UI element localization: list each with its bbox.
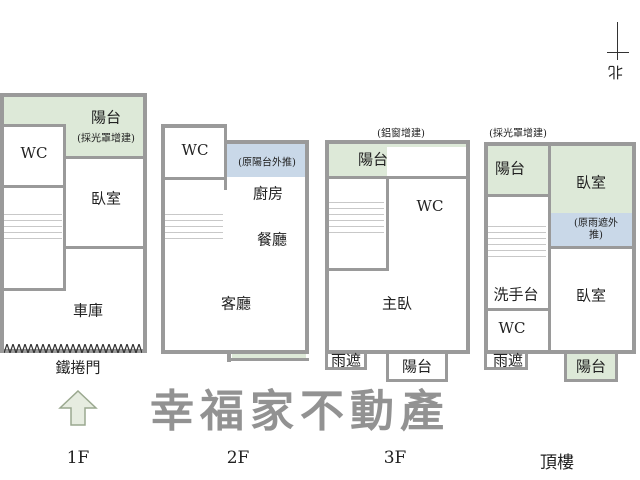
floor-note: (採光罩增建) bbox=[489, 128, 547, 140]
room-balcony: 陽台 bbox=[90, 108, 122, 127]
room-balcony: 陽台 bbox=[494, 159, 526, 178]
rolling-door-icon bbox=[4, 344, 142, 353]
arrow-up-icon bbox=[58, 390, 98, 426]
room-living: 客廳 bbox=[220, 294, 252, 313]
room-bedroom-2: 臥室 bbox=[575, 286, 607, 305]
room-canopy: 雨遮 bbox=[492, 351, 524, 370]
room-balcony: 陽台 bbox=[357, 150, 389, 169]
room-wc: WC bbox=[181, 141, 209, 159]
compass-arrow-icon bbox=[617, 22, 618, 60]
room-dining: 餐廳 bbox=[256, 230, 288, 249]
room-canopy: 雨遮 bbox=[330, 351, 362, 370]
floor-label: 1F bbox=[66, 448, 90, 468]
room-wc: WC bbox=[498, 319, 526, 337]
room-note: (原雨遮外推) bbox=[574, 218, 618, 241]
room-note: (採光罩增建) bbox=[77, 133, 135, 145]
floor-label: 頂樓 bbox=[540, 453, 574, 473]
room-balcony-2: 陽台 bbox=[575, 357, 607, 376]
room-balcony-2: 陽台 bbox=[401, 357, 433, 376]
room-kitchen: 廚房 bbox=[252, 184, 284, 203]
room-wc: WC bbox=[416, 197, 444, 215]
room-master-bedroom: 主臥 bbox=[381, 294, 413, 313]
compass: 北 bbox=[604, 22, 634, 82]
room-garage: 車庫 bbox=[72, 301, 104, 320]
room-wc: WC bbox=[20, 144, 48, 162]
floor-label: 3F bbox=[383, 448, 407, 468]
watermark: 幸福家不動產 bbox=[150, 386, 450, 437]
floor-note: (鋁窗增建) bbox=[377, 128, 425, 140]
rolling-door-label: 鐵捲門 bbox=[55, 358, 101, 377]
room-bedroom: 臥室 bbox=[90, 189, 122, 208]
compass-label: 北 bbox=[608, 63, 624, 81]
room-sink: 洗手台 bbox=[493, 285, 539, 304]
room-note: (原陽台外推) bbox=[238, 157, 296, 169]
room-bedroom-1: 臥室 bbox=[575, 173, 607, 192]
floor-label: 2F bbox=[226, 448, 250, 468]
